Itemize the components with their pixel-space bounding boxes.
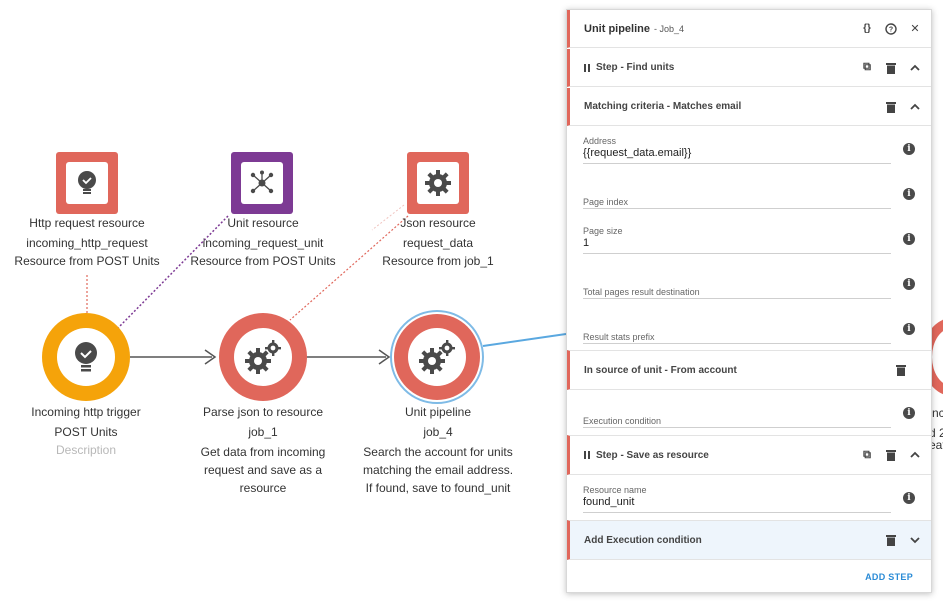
panel-connector [482,333,567,347]
panel-header: Unit pipeline- Job_4 {} ? ✕ [567,10,931,48]
drag-handle-icon[interactable] [584,63,590,72]
field-label: Execution condition [583,416,662,426]
add-execution-label: Add Execution condition [584,534,702,546]
field-value: found_unit [583,496,635,508]
field-label: Total pages result destination [583,287,700,297]
add-step-button[interactable]: ADD STEP [865,572,913,582]
gear-icon [425,170,451,196]
pipeline-node-label: Unit pipeline job_4 Search the account f… [358,403,518,497]
resource-source: Resource from POST Units [14,254,160,268]
field-label: Page index [583,197,629,207]
resource-type: Http request resource [29,216,145,230]
lightbulb-icon [75,342,97,372]
node-title: Unit pipeline [404,405,472,419]
json-resource-label: Json resource request_data Resource from… [351,214,525,270]
resource-source: Resource from job_1 [382,254,494,268]
info-icon[interactable]: i [903,188,915,200]
matching-criteria-label: Matching criteria - Matches email [584,101,742,112]
node-subtitle: job_4 [423,425,453,439]
step-save-as-resource-header[interactable]: Step - Save as resource ⧉ [567,435,931,475]
info-icon[interactable]: i [903,323,915,335]
gears-icon [419,340,455,374]
code-braces-icon[interactable]: {} [863,23,871,34]
matching-criteria-header[interactable]: Matching criteria - Matches email [567,88,931,126]
delete-icon[interactable] [895,364,907,376]
trigger-node-label: Incoming http trigger POST Units Descrip… [6,403,166,459]
copy-icon[interactable]: ⧉ [863,448,871,461]
hub-icon [250,170,274,194]
unit-resource-box[interactable] [231,152,293,214]
node-title: Parse json to resource [202,405,324,419]
resource-name: incoming_request_unit [202,236,324,250]
http-request-resource-label: Http request resource incoming_http_requ… [0,214,174,270]
step-find-units-header[interactable]: Step - Find units ⧉ [567,49,931,87]
info-icon[interactable]: i [903,492,915,504]
svg-text:?: ? [889,26,893,33]
info-icon[interactable]: i [903,407,915,419]
resource-type: Json resource [400,216,476,230]
step-find-units-label: Step - Find units [596,62,675,73]
http-request-resource-box[interactable] [56,152,118,214]
lightbulb-icon [78,171,96,194]
add-execution-condition-row[interactable]: Add Execution condition [567,520,931,560]
field-label: Result stats prefix [583,332,655,342]
json-resource-box[interactable] [407,152,469,214]
node-description: Get data from incoming request and save … [200,445,326,495]
node-subtitle: job_1 [248,425,278,439]
node-title: Incoming http trigger [31,405,141,419]
node-description: Search the account for units matching th… [362,445,514,495]
field-value: 1 [583,237,590,249]
total-pages-result-destination-field[interactable]: Total pages result destination [583,280,891,299]
page-index-field[interactable]: Page index [583,190,891,209]
help-icon[interactable]: ? [885,22,897,35]
json-resource-connector-faint [371,204,405,231]
in-source-label: In source of unit - From account [584,364,737,376]
unit-pipeline-panel: Unit pipeline- Job_4 {} ? ✕ Step - Find … [566,9,932,593]
delete-icon[interactable] [885,449,897,461]
delete-icon[interactable] [885,534,897,546]
resource-type: Unit resource [227,216,299,230]
node-description: Description [55,443,117,457]
info-icon[interactable]: i [903,143,915,155]
field-label: Resource name [583,485,647,495]
incoming-http-trigger-node[interactable] [42,313,130,401]
gears-icon [245,340,281,374]
close-icon[interactable]: ✕ [910,23,920,35]
chevron-down-icon[interactable] [909,534,921,546]
execution-condition-field[interactable]: Execution condition [583,409,891,428]
info-icon[interactable]: i [903,233,915,245]
next-node-partial-label: nc d 2 eat [929,406,943,452]
panel-title: Unit pipeline- Job_4 [584,22,685,35]
resource-name: request_data [402,236,474,250]
step-save-label: Step - Save as resource [596,449,709,461]
delete-icon[interactable] [885,62,897,74]
result-stats-prefix-field[interactable]: Result stats prefix [583,325,891,344]
resource-name-field[interactable]: Resource name found_unit [583,485,891,513]
resource-source: Resource from POST Units [190,254,336,268]
resource-name: incoming_http_request [26,236,148,250]
copy-icon[interactable]: ⧉ [863,61,871,73]
parse-node-label: Parse json to resource job_1 Get data fr… [183,403,343,497]
field-label: Page size [583,226,623,236]
node-subtitle: POST Units [54,425,118,439]
info-icon[interactable]: i [903,278,915,290]
unit-pipeline-node-selected[interactable] [390,310,484,404]
delete-icon[interactable] [885,101,897,113]
field-label: Address [583,136,617,146]
in-source-of-unit-header[interactable]: In source of unit - From account [567,350,931,390]
chevron-up-icon[interactable] [909,62,921,74]
chevron-up-icon[interactable] [909,101,921,113]
unit-resource-label: Unit resource incoming_request_unit Reso… [176,214,350,270]
field-value: {{request_data.email}} [583,147,692,159]
parse-json-node[interactable] [219,313,307,401]
address-field[interactable]: Address {{request_data.email}} [583,136,891,164]
page-size-field[interactable]: Page size 1 [583,226,891,254]
chevron-up-icon[interactable] [909,449,921,461]
drag-handle-icon[interactable] [584,451,590,459]
